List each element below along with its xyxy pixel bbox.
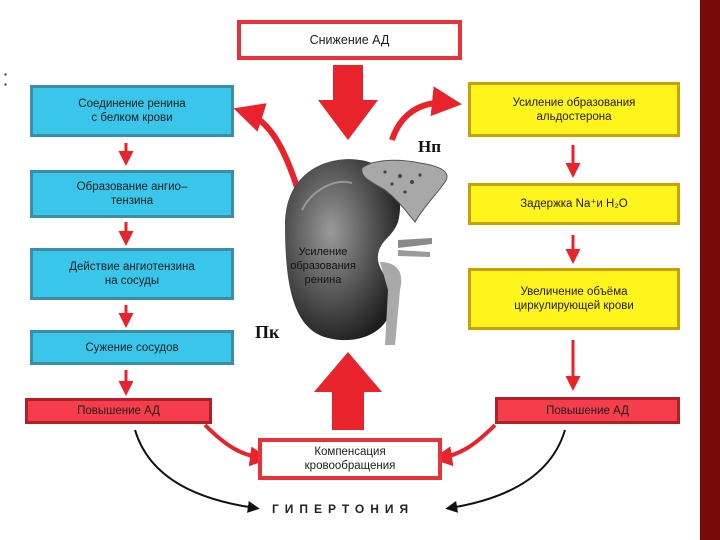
right-box-2: Задержка Na⁺и H₂O bbox=[468, 183, 680, 225]
left-box-3: Действие ангиотензина на сосуды bbox=[30, 248, 234, 300]
left-box-5-label: Повышение АД bbox=[77, 405, 160, 417]
left-box-2-label: Образование ангио– тензина bbox=[76, 181, 188, 207]
compensation-label: Компенсация кровообращения bbox=[304, 446, 396, 472]
left-box-4-label: Сужение сосудов bbox=[85, 341, 179, 354]
left-box-1-label: Соединение ренина с белком крови bbox=[78, 98, 186, 124]
left-to-hypertension-arrow bbox=[134, 429, 260, 513]
hypertension-title: ГИПЕРТОНИЯ bbox=[272, 502, 415, 516]
right-box-1-label: Усиление образования альдостерона bbox=[512, 96, 636, 123]
left-box-3-label: Действие ангиотензина на сосуды bbox=[69, 261, 195, 287]
right-box-3: Увеличение объёма циркулирующей крови bbox=[468, 268, 680, 330]
right-box-1: Усиление образования альдостерона bbox=[468, 82, 680, 137]
right-box-2-label: Задержка Na⁺и H₂O bbox=[520, 198, 628, 210]
big-down-arrow bbox=[318, 65, 378, 140]
adrenal-gland-illustration bbox=[361, 159, 448, 223]
compensation-box: Компенсация кровообращения bbox=[258, 438, 442, 480]
left-edge-marks: ▪ ▪ bbox=[4, 70, 7, 89]
right-box-4: Повышение АД bbox=[495, 397, 680, 424]
right-box-3-label: Увеличение объёма циркулирующей крови bbox=[514, 286, 634, 312]
label-pk: Пк bbox=[255, 322, 280, 342]
top-box-label: Снижение АД bbox=[309, 33, 390, 47]
left-box-1: Соединение ренина с белком крови bbox=[30, 85, 234, 137]
top-box-bp-decrease: Снижение АД bbox=[237, 20, 462, 60]
right-to-hypertension-arrow bbox=[445, 429, 566, 513]
kidney-label: Усиление образования ренина bbox=[290, 246, 356, 286]
left-box-2: Образование ангио– тензина bbox=[30, 170, 234, 218]
left-box-5: Повышение АД bbox=[25, 398, 212, 424]
left-to-compensation-arrow bbox=[203, 423, 270, 467]
left-box-4: Сужение сосудов bbox=[30, 330, 234, 365]
right-to-compensation-arrow bbox=[432, 423, 497, 467]
right-box-4-label: Повышение АД bbox=[546, 404, 629, 417]
curve-arrow-left bbox=[233, 103, 301, 191]
curve-arrow-right bbox=[389, 86, 462, 142]
kidney-illustration bbox=[285, 159, 432, 345]
label-np: Нп bbox=[418, 137, 442, 156]
right-side-bar bbox=[700, 0, 720, 540]
big-up-arrow bbox=[314, 352, 382, 430]
